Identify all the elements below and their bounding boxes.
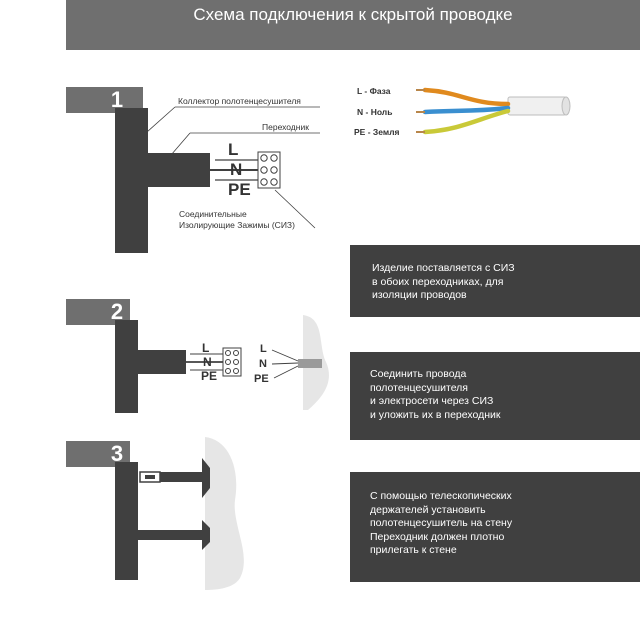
- step2-note-line: Соединить провода: [370, 368, 467, 380]
- header-bar: Схема подключения к скрытой проводке: [66, 0, 640, 50]
- step3-note: С помощью телескопических держателей уст…: [350, 472, 640, 582]
- step2-wall-terminal-l: L: [260, 343, 267, 355]
- step3-wall: [205, 437, 244, 590]
- step3-note-line: полотенцесушитель на стену: [370, 517, 513, 529]
- legend-phase: L - Фаза: [357, 86, 391, 96]
- step3-note-line: С помощью телескопических: [370, 490, 512, 502]
- step3-note-line: держателей установить: [370, 503, 486, 516]
- step1-terminal-pe: PE: [228, 180, 251, 199]
- cable-illustration: [416, 87, 571, 135]
- step3-towel-post: [115, 462, 138, 580]
- step3-holder: [138, 530, 202, 540]
- step2-number: 2: [110, 299, 124, 324]
- step2-wall-conduit: [298, 359, 322, 368]
- step1-terminal-l: L: [228, 140, 239, 159]
- step2-terminal-pe: PE: [201, 369, 218, 383]
- step1-terminal-n: N: [230, 160, 243, 179]
- step1-adapter: [148, 153, 210, 187]
- step2-wall-terminal-pe: PE: [254, 373, 269, 385]
- step3-adapter: [160, 472, 202, 482]
- step1-clamps: [257, 151, 281, 189]
- step1-towel-post: [115, 108, 148, 253]
- step1-label-clamps-2: Изолирующие Зажимы (СИЗ): [179, 220, 295, 230]
- step3-number: 3: [110, 441, 124, 466]
- legend-neutral: N - Ноль: [357, 107, 393, 117]
- step2-adapter: [138, 350, 186, 374]
- step2-terminal-n: N: [203, 355, 212, 369]
- step1-label-clamps-1: Соединительные: [179, 209, 247, 219]
- step3-note-line: Переходник должен плотно: [370, 530, 505, 543]
- step2-note: Соединить провода полотенцесушителя и эл…: [350, 352, 640, 440]
- step1-label-adapter: Переходник: [262, 122, 309, 132]
- step1-number: 1: [110, 87, 124, 112]
- legend-ground: PE - Земля: [354, 127, 400, 137]
- step1-note-line: в обоих переходниках, для: [372, 275, 504, 288]
- step2-note-line: и уложить их в переходник: [370, 408, 501, 421]
- step1-label-collector: Коллектор полотенцесушителя: [178, 96, 301, 106]
- step1-note-line: изоляции проводов: [372, 289, 467, 301]
- step2-note-line: и электросети через СИЗ: [370, 395, 494, 407]
- step2-clamps: [222, 347, 242, 377]
- step2-terminal-l: L: [202, 341, 210, 355]
- step2-note-line: полотенцесушителя: [370, 381, 468, 394]
- step2-towel-post: [115, 320, 138, 413]
- page-title: Схема подключения к скрытой проводке: [193, 5, 513, 24]
- step2-wall-terminal-n: N: [259, 358, 267, 370]
- step1-note: Изделие поставляется с СИЗ в обоих перех…: [350, 245, 640, 317]
- step1-note-line: Изделие поставляется с СИЗ: [372, 262, 515, 274]
- step3-note-line: прилегать к стене: [370, 544, 457, 556]
